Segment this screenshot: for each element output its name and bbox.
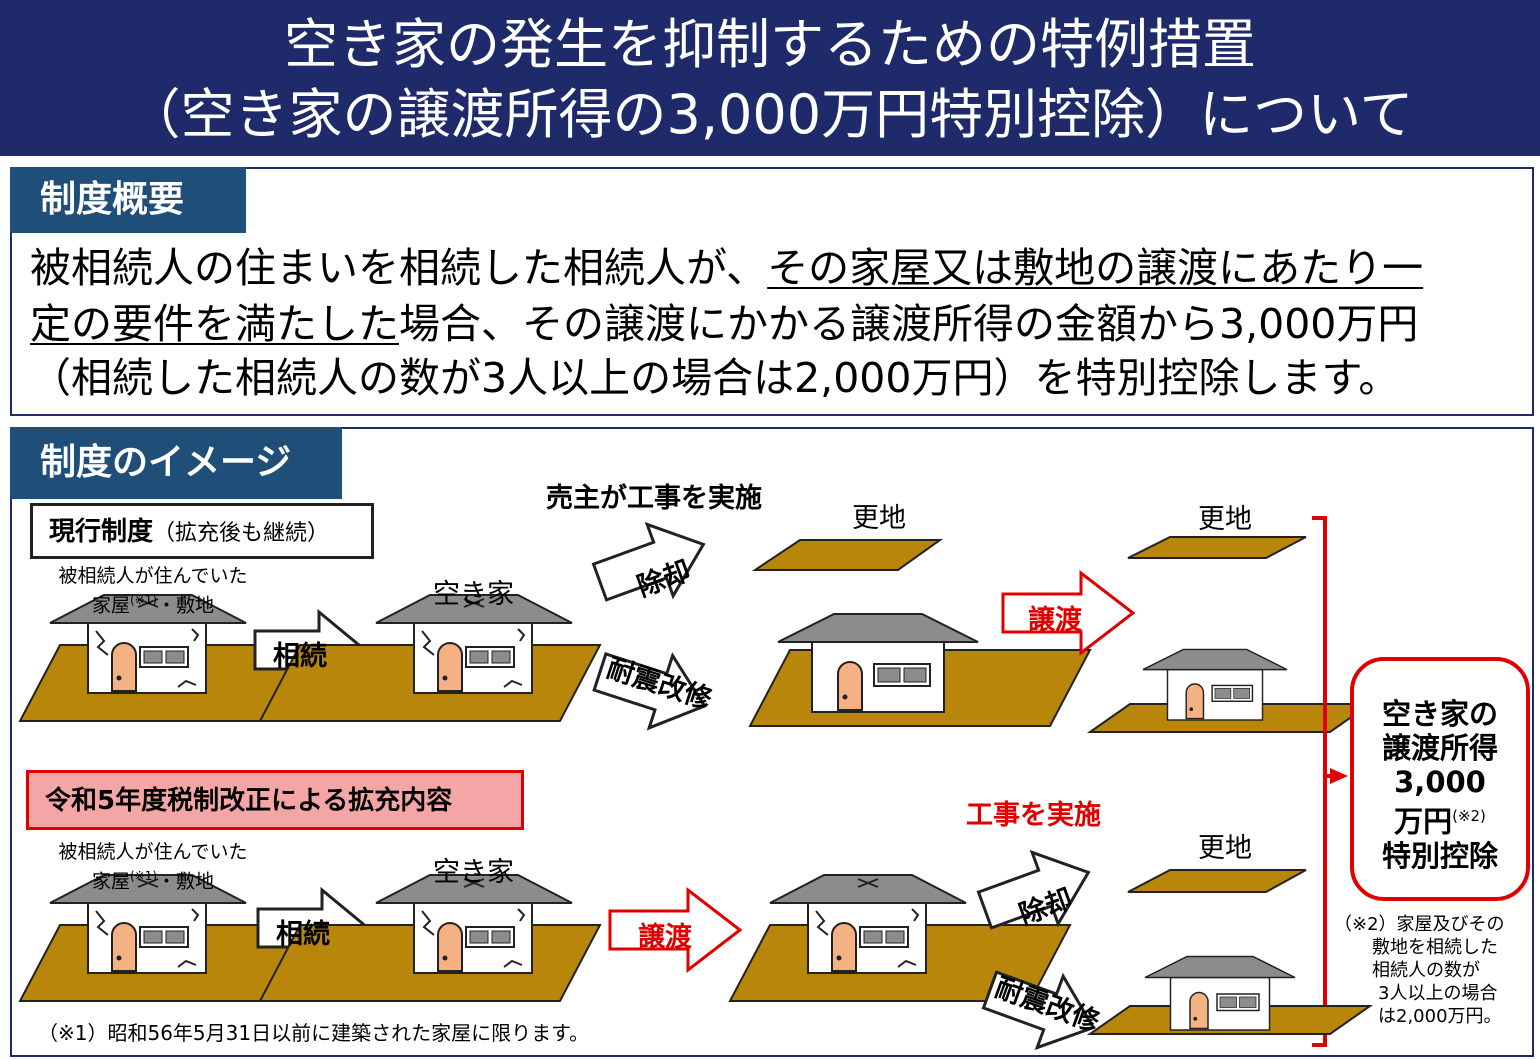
result-line-4-text: 万円 <box>1394 804 1453 839</box>
house-caption-reform-l1: 被相続人が住んでいた <box>58 841 248 863</box>
current-system-label-main: 現行制度 <box>49 517 154 547</box>
arrow-inherit-label-2: 相続 <box>276 919 330 950</box>
page-title-line-2: （空き家の譲渡所得の3,000万円特別控除）について <box>126 83 1414 146</box>
vacant-land-label-1: 更地 <box>852 503 906 534</box>
house-caption-reform-mark: (※1) <box>129 869 158 883</box>
reform-label: 令和5年度税制改正による拡充内容 <box>26 770 524 830</box>
result-line-5: 特別控除 <box>1381 838 1498 873</box>
result-line-3: 3,000 <box>1394 765 1486 799</box>
vacant-land-after-demolish-2 <box>1127 869 1307 893</box>
note-2-line-4: 3人以上の場合 <box>1378 983 1498 1004</box>
house-caption-current: 被相続人が住んでいた 家屋(※1)・敷地 <box>38 564 268 617</box>
arrow-transfer-label-current: 譲渡 <box>1028 605 1082 636</box>
overview-box <box>10 167 1534 416</box>
page-title-line-1: 空き家の発生を抑制するための特例措置 <box>284 13 1256 76</box>
house-caption-reform: 被相続人が住んでいた 家屋(※1)・敷地 <box>38 840 268 893</box>
overview-line-2-plain: 場合、その譲渡にかかる譲渡所得の金額から3,000万円 <box>399 300 1419 348</box>
house-caption-current-l2-a: 家屋 <box>91 594 130 617</box>
image-tab: 制度のイメージ <box>10 427 342 499</box>
result-note-mark: (※2) <box>1452 807 1486 825</box>
vacant-land-label-3: 更地 <box>1198 833 1252 864</box>
vacant-house-label-2: 空き家 <box>433 857 514 888</box>
result-line-4: 万円(※2) <box>1354 799 1526 839</box>
overview-line-1-underlined: その家屋又は敷地の譲渡にあたり一 <box>767 244 1424 292</box>
note-2-line-1: （※2）家屋及びその <box>1334 914 1505 935</box>
note-2: （※2）家屋及びその 敷地を相続した 相続人の数が 3人以上の場合 は2,000… <box>1334 913 1534 1028</box>
result-line-2: 譲渡所得 <box>1381 731 1498 765</box>
vacant-house-label: 空き家 <box>433 579 514 610</box>
overview-line-1: 被相続人の住まいを相続した相続人が、その家屋又は敷地の譲渡にあたり一 <box>30 240 1423 296</box>
result-pointer <box>1330 768 1348 784</box>
arrow-inherit-label: 相続 <box>273 641 327 672</box>
note-2-line-5: は2,000万円。 <box>1378 1006 1502 1027</box>
works-label: 工事を実施 <box>966 800 1101 831</box>
overview-line-2-underlined: 定の要件を満たした <box>30 300 399 348</box>
note-2-line-2: 敷地を相続した <box>1372 937 1498 958</box>
result-box: 空き家の 譲渡所得 3,000 万円(※2) 特別控除 <box>1350 657 1530 901</box>
vacant-land-sold <box>1127 536 1307 559</box>
overview-tab: 制度概要 <box>10 167 246 233</box>
title-band <box>0 0 1540 156</box>
note-2-line-3: 相続人の数が <box>1372 960 1480 981</box>
seller-works-label: 売主が工事を実施 <box>546 483 762 514</box>
overview-line-1-plain: 被相続人の住まいを相続した相続人が、 <box>30 244 768 292</box>
result-bracket <box>1312 516 1327 1047</box>
note-1: （※1）昭和56年5月31日以前に建築された家屋に限ります。 <box>38 1021 590 1045</box>
vacant-land-after-demolish <box>751 539 944 571</box>
arrow-transfer-label-reform: 譲渡 <box>638 922 692 953</box>
house-caption-reform-l2-b: ・敷地 <box>157 870 215 893</box>
current-system-label: 現行制度（拡充後も継続） <box>30 503 374 559</box>
house-caption-current-l2: 家屋(※1)・敷地 <box>38 588 268 617</box>
vacant-land-label-2: 更地 <box>1198 504 1252 535</box>
current-system-label-sub: （拡充後も継続） <box>153 521 330 546</box>
overview-line-3: （相続した相続人の数が3人以上の場合は2,000万円）を特別控除します。 <box>30 354 1400 402</box>
house-caption-current-l1: 被相続人が住んでいた <box>58 565 248 587</box>
house-caption-reform-l2-a: 家屋 <box>91 870 130 893</box>
overview-line-2: 定の要件を満たした場合、その譲渡にかかる譲渡所得の金額から3,000万円 <box>30 296 1418 352</box>
house-caption-current-l2-b: ・敷地 <box>157 594 215 617</box>
house-caption-current-mark: (※1) <box>129 593 158 607</box>
house-caption-reform-l2: 家屋(※1)・敷地 <box>38 864 268 893</box>
result-line-1: 空き家の <box>1381 697 1498 731</box>
